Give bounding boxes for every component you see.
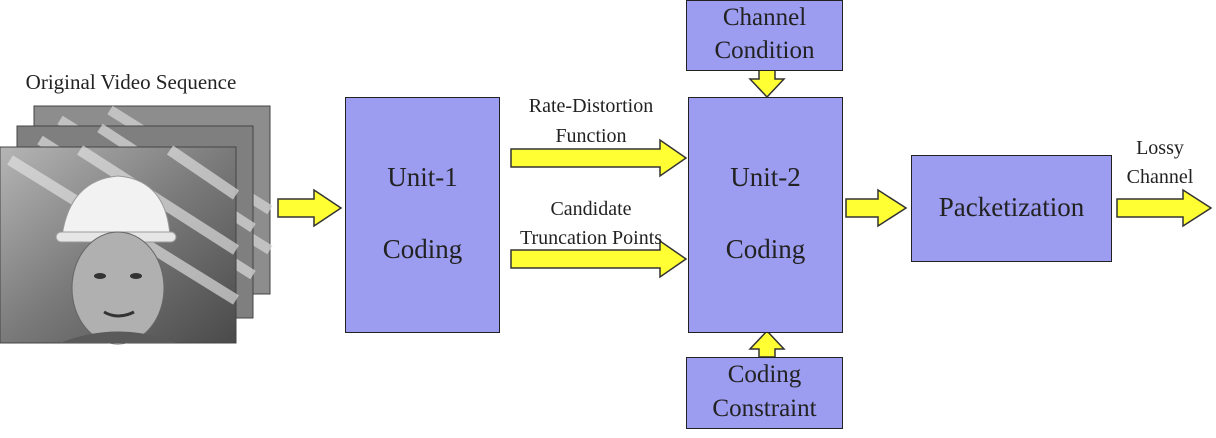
channel-condition-line1: Channel — [722, 4, 807, 31]
hard-hat-shape — [61, 175, 171, 237]
packetization-label: Packetization — [938, 192, 1085, 222]
unit1-label-line1: Unit-1 — [387, 162, 458, 192]
unit2-label-line2: Coding — [725, 234, 806, 264]
arrow-channel-condition-down — [748, 69, 786, 99]
lossy-channel-label-line1: Lossy — [1136, 137, 1184, 159]
arrow-coding-constraint-up — [748, 329, 786, 358]
face-shape — [71, 231, 165, 345]
input-label: Original Video Sequence — [25, 70, 237, 94]
arrow-unit2-to-packetization — [845, 188, 908, 228]
arrow-truncation-points — [510, 239, 688, 279]
coding-constraint-block: Coding Constraint — [686, 357, 843, 429]
coding-constraint-line2: Constraint — [712, 395, 817, 422]
coding-constraint-line1: Coding — [727, 361, 802, 388]
video-frame-front — [0, 145, 240, 345]
truncation-label-line1: Candidate — [550, 198, 632, 220]
channel-condition-line2: Condition — [714, 37, 815, 64]
arrows — [277, 69, 1213, 358]
rate-distortion-label-line1: Rate-Distortion — [528, 95, 654, 117]
unit2-coding-block: Unit-2 Coding — [688, 97, 843, 333]
unit1-label-line2: Coding — [382, 234, 463, 264]
channel-condition-block: Channel Condition — [686, 0, 843, 71]
truncation-label-line2: Truncation Points — [519, 227, 663, 249]
rate-distortion-label-line2: Function — [555, 125, 627, 147]
unit1-coding-block: Unit-1 Coding — [345, 97, 500, 333]
video-frame-stack — [0, 105, 273, 345]
lossy-channel-label-line2: Channel — [1126, 166, 1194, 188]
unit2-label-line1: Unit-2 — [730, 162, 801, 192]
packetization-block: Packetization — [911, 155, 1112, 262]
arrow-input-to-unit1 — [277, 188, 343, 228]
arrow-output-lossy-channel — [1116, 188, 1213, 228]
arrow-rate-distortion — [510, 138, 688, 178]
